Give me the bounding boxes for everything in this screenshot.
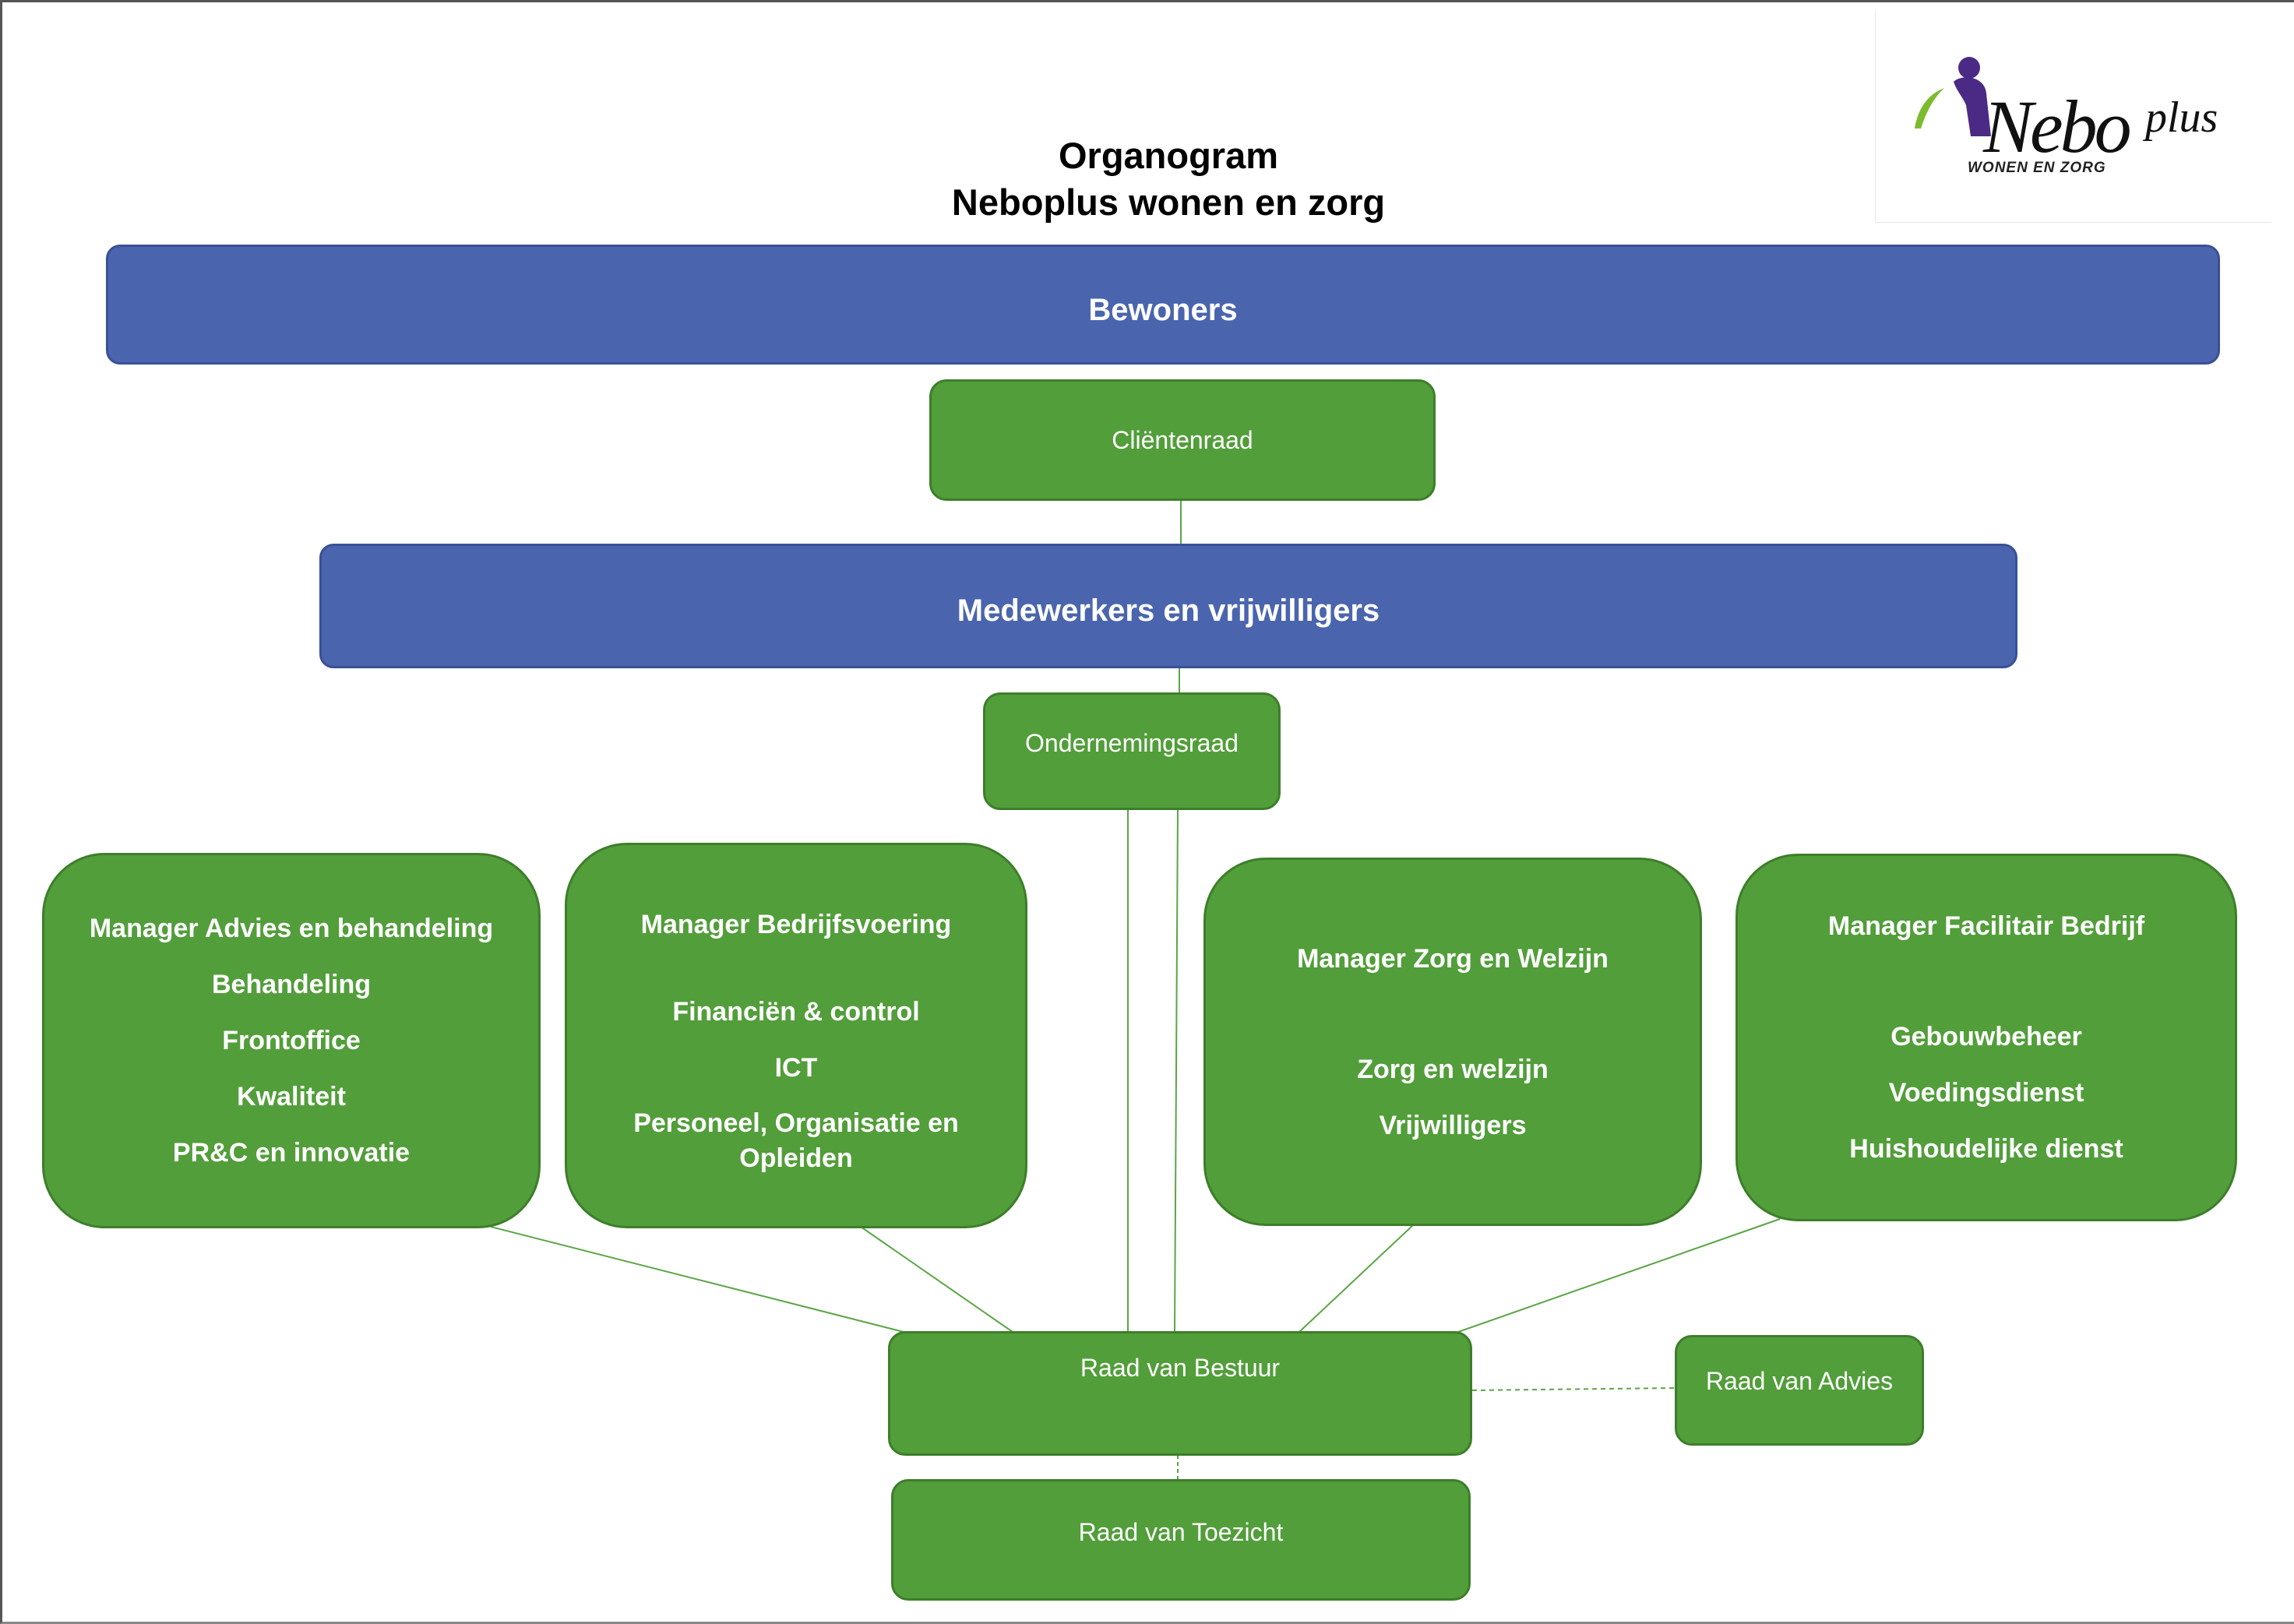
neboplus-logo: Nebo plus WONEN EN ZORG <box>1875 12 2271 223</box>
unit-item: Frontoffice <box>222 1026 361 1055</box>
unit-item: Voedingsdienst <box>1888 1078 2084 1108</box>
unit-item: Huishoudelijke dienst <box>1849 1134 2123 1164</box>
unit-item: Kwaliteit <box>237 1082 346 1111</box>
unit-item: Personeel, Organisatie en <box>633 1108 959 1138</box>
node-medewerkers-label: Medewerkers en vrijwilligers <box>957 593 1380 628</box>
logo-tagline: WONEN EN ZORG <box>1968 160 2106 176</box>
manager-zorg-welzijn: Manager Zorg en Welzijn Zorg en welzijn … <box>1203 858 1702 1226</box>
node-bewoners-label: Bewoners <box>1088 292 1238 327</box>
manager-title: Manager Advies en behandeling <box>89 914 494 943</box>
connector-bestuur-advies <box>1471 1387 1676 1391</box>
manager-title: Manager Bedrijfsvoering <box>640 909 952 939</box>
logo-wordmark: Nebo plus <box>1983 90 2218 164</box>
unit-item: Gebouwbeheer <box>1891 1022 2082 1052</box>
node-ondernemingsraad-label: Ondernemingsraad <box>1025 729 1239 757</box>
manager-bedrijfsvoering: Manager Bedrijfsvoering Financiën & cont… <box>565 843 1027 1228</box>
connector-or-bestuur-right <box>1174 808 1179 1333</box>
unit-item: Zorg en welzijn <box>1357 1054 1549 1084</box>
node-raad-van-advies-label: Raad van Advies <box>1705 1366 1894 1395</box>
page-title: Organogram Neboplus wonen en zorg <box>779 132 1558 226</box>
logo-brand: Nebo <box>1983 85 2132 168</box>
unit-item: ICT <box>774 1052 818 1083</box>
connector-mgr1-bestuur <box>490 1226 904 1333</box>
unit-item: Vrijwilligers <box>1379 1110 1527 1140</box>
manager-facilitair-bedrijf: Manager Facilitair Bedrijf Gebouwbeheer … <box>1735 854 2237 1221</box>
unit-item: Behandeling <box>211 970 372 999</box>
manager-title: Manager Zorg en Welzijn <box>1297 943 1609 974</box>
node-bewoners: Bewoners <box>106 245 2220 365</box>
manager-title: Manager Facilitair Bedrijf <box>1827 911 2145 941</box>
logo-brand-suffix: plus <box>2145 93 2218 142</box>
node-raad-van-toezicht: Raad van Toezicht <box>891 1479 1471 1601</box>
node-raad-van-bestuur: Raad van Bestuur <box>888 1331 1472 1456</box>
manager-advies-behandeling: Manager Advies en behandeling Behandelin… <box>42 853 541 1228</box>
logo-figure-icon <box>1915 57 1991 136</box>
unit-item: Opleiden <box>739 1143 853 1173</box>
title-line-2: Neboplus wonen en zorg <box>951 181 1386 223</box>
node-clientenraad: Cliëntenraad <box>929 379 1436 501</box>
node-medewerkers: Medewerkers en vrijwilligers <box>319 544 2017 668</box>
title-line-1: Organogram <box>1058 135 1279 176</box>
node-raad-van-toezicht-label: Raad van Toezicht <box>1078 1517 1284 1546</box>
node-clientenraad-label: Cliëntenraad <box>1112 425 1253 454</box>
unit-item: Financiën & control <box>672 996 920 1027</box>
node-ondernemingsraad: Ondernemingsraad <box>983 692 1281 810</box>
connector-mgr2-bestuur <box>860 1226 1013 1333</box>
node-raad-van-advies: Raad van Advies <box>1675 1335 1924 1446</box>
node-raad-van-bestuur-label: Raad van Bestuur <box>1080 1354 1281 1382</box>
connector-mgr3-bestuur <box>1299 1224 1415 1333</box>
connector-mgr4-bestuur <box>1457 1218 1781 1333</box>
unit-item: PR&C en innovatie <box>172 1138 411 1168</box>
